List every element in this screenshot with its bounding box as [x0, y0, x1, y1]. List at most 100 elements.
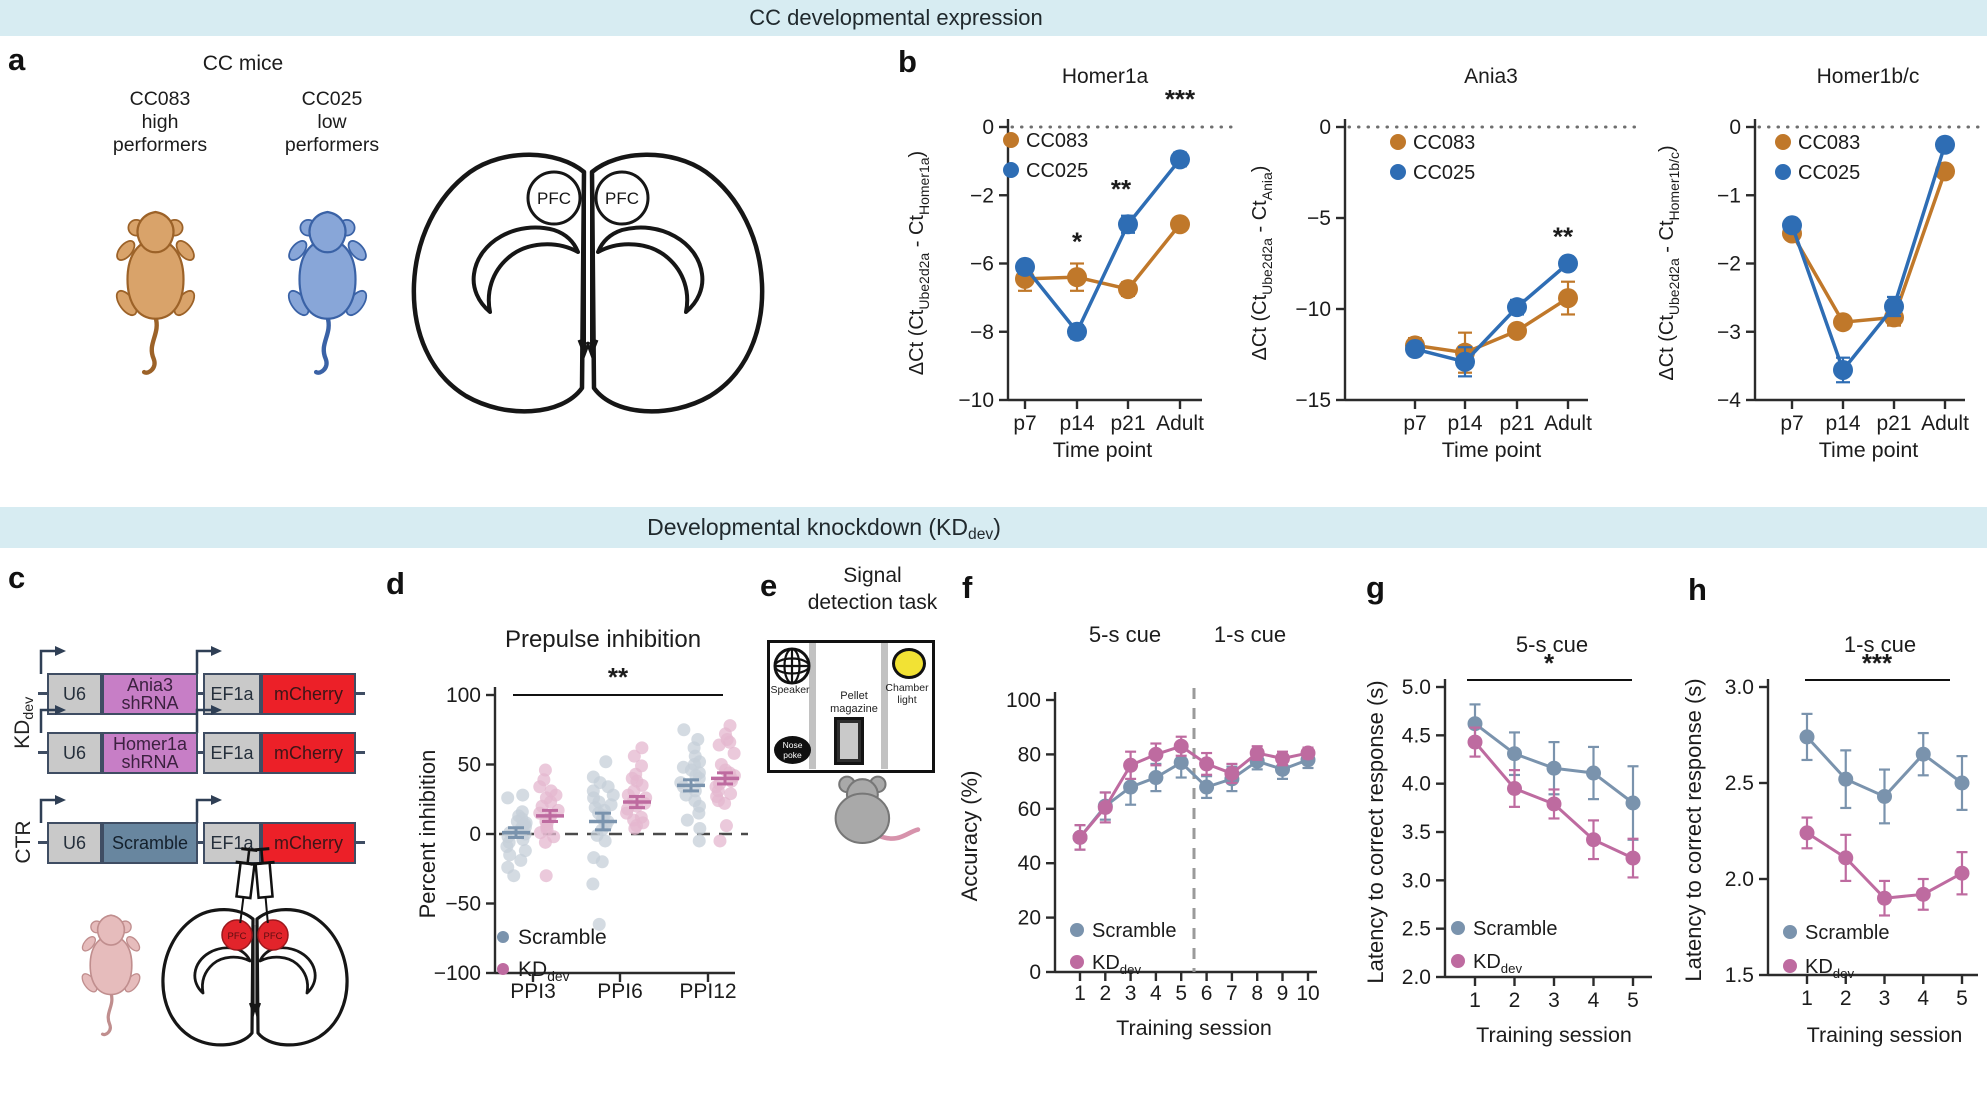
construct-connector — [198, 841, 203, 844]
svg-text:2.0: 2.0 — [1402, 966, 1431, 989]
svg-text:***: *** — [1165, 84, 1196, 114]
promoter-arrow-icon — [39, 705, 66, 733]
svg-text:ΔCt (CtUbe2d2a - CtAnia): ΔCt (CtUbe2d2a - CtAnia) — [1249, 166, 1275, 361]
svg-text:100: 100 — [446, 684, 481, 707]
svg-text:1-s cue: 1-s cue — [1214, 622, 1286, 647]
svg-text:40: 40 — [1018, 852, 1041, 875]
ania3-shrna-line1: Ania3 — [126, 675, 174, 695]
svg-text:20: 20 — [1018, 907, 1041, 930]
panel-label-f: f — [962, 570, 973, 605]
svg-text:−3: −3 — [1717, 321, 1741, 344]
u6-promoter-box: U6 — [47, 822, 102, 864]
promoter-arrow-icon — [39, 646, 66, 674]
promoter-arrow-icon — [195, 646, 222, 674]
svg-text:p21: p21 — [1499, 412, 1534, 435]
svg-text:5: 5 — [1956, 987, 1968, 1010]
svg-text:9: 9 — [1277, 982, 1289, 1005]
nose-poke-icon: Nose poke — [774, 736, 811, 764]
svg-text:CC025: CC025 — [1026, 160, 1088, 182]
chamber-divider — [881, 643, 888, 769]
panel-label-b: b — [898, 44, 917, 79]
svg-text:3.0: 3.0 — [1402, 869, 1431, 892]
middle-banner-pre: Developmental knockdown (KD — [647, 514, 968, 540]
cc083-line1: CC083 — [129, 88, 191, 110]
svg-text:1: 1 — [1801, 987, 1813, 1010]
speaker-icon — [773, 647, 811, 685]
svg-text:7: 7 — [1226, 982, 1238, 1005]
svg-text:Training session: Training session — [1476, 1023, 1632, 1047]
svg-text:*: * — [1544, 648, 1555, 678]
cc025-line1: CC025 — [301, 88, 363, 110]
svg-text:6: 6 — [1201, 982, 1213, 1005]
pfc-label-right: PFC — [605, 189, 639, 208]
svg-text:Latency to correct response (s: Latency to correct response (s) — [1363, 680, 1388, 983]
panel-label-g: g — [1366, 570, 1385, 605]
svg-text:−10: −10 — [1295, 298, 1331, 321]
construct-connector — [198, 692, 203, 695]
panel-label-h: h — [1688, 572, 1707, 607]
mouse-rear-icon — [834, 775, 921, 844]
svg-text:CC083: CC083 — [1413, 132, 1475, 154]
svg-text:PPI6: PPI6 — [597, 980, 643, 1003]
svg-text:p14: p14 — [1447, 412, 1482, 435]
injection-brain-diagram: PFC PFC — [161, 908, 349, 1047]
svg-text:ΔCt (CtUbe2d2a - CtHomer1a): ΔCt (CtUbe2d2a - CtHomer1a) — [906, 151, 932, 375]
svg-text:3: 3 — [1879, 987, 1891, 1010]
ef1a-promoter-box: EF1a — [203, 822, 261, 864]
svg-text:5.0: 5.0 — [1402, 676, 1431, 699]
svg-text:2: 2 — [1099, 982, 1111, 1005]
svg-text:Ania3: Ania3 — [1464, 65, 1518, 88]
ef1a-promoter-box: EF1a — [203, 673, 261, 715]
svg-text:2.5: 2.5 — [1402, 918, 1431, 941]
svg-text:Homer1a: Homer1a — [1062, 65, 1149, 88]
svg-text:60: 60 — [1018, 798, 1041, 821]
svg-text:Scramble: Scramble — [1805, 922, 1889, 944]
svg-text:Latency to correct response (s: Latency to correct response (s) — [1681, 678, 1706, 981]
cc025-label: CC025 low performers — [262, 88, 402, 157]
svg-text:Time point: Time point — [1819, 438, 1919, 462]
ctr-group-label: CTR — [12, 820, 35, 864]
signal-task-title-line2: detection task — [807, 591, 938, 614]
construct-connector — [38, 841, 47, 844]
svg-text:p7: p7 — [1780, 412, 1803, 435]
construct-connector — [38, 692, 47, 695]
svg-text:KDdev: KDdev — [1473, 951, 1522, 976]
svg-text:**: ** — [608, 662, 629, 692]
pellet-magazine-icon — [834, 717, 864, 765]
construct-connector — [38, 751, 47, 754]
svg-text:5-s cue: 5-s cue — [1089, 622, 1161, 647]
svg-text:Training session: Training session — [1116, 1016, 1272, 1040]
svg-text:0: 0 — [1029, 961, 1041, 984]
construct-connector — [356, 692, 365, 695]
syringe-icons — [235, 847, 275, 924]
svg-text:1: 1 — [1469, 989, 1481, 1012]
svg-text:3: 3 — [1125, 982, 1137, 1005]
kddev-group-label: KDdev — [11, 678, 37, 768]
svg-text:8: 8 — [1251, 982, 1263, 1005]
svg-text:**: ** — [1111, 174, 1132, 204]
middle-banner — [0, 507, 1987, 548]
nose-poke-line2: poke — [783, 749, 802, 760]
pellet-line1: Pellet — [840, 690, 868, 702]
svg-text:PPI3: PPI3 — [510, 980, 556, 1003]
svg-text:5: 5 — [1175, 982, 1187, 1005]
construct-connector — [356, 751, 365, 754]
ef1a-promoter-box: EF1a — [203, 732, 261, 774]
svg-text:4: 4 — [1917, 987, 1929, 1010]
svg-text:0: 0 — [469, 823, 481, 846]
svg-text:p21: p21 — [1876, 412, 1911, 435]
pfc-label-right: PFC — [264, 931, 283, 942]
svg-text:0: 0 — [1319, 116, 1331, 139]
svg-text:Adult: Adult — [1156, 412, 1204, 435]
svg-text:−10: −10 — [958, 389, 994, 412]
svg-text:5: 5 — [1627, 989, 1639, 1012]
svg-text:PPI12: PPI12 — [679, 980, 736, 1003]
svg-text:3.0: 3.0 — [1725, 676, 1754, 699]
svg-text:Prepulse inhibition: Prepulse inhibition — [505, 626, 701, 653]
svg-text:Time point: Time point — [1442, 438, 1542, 462]
pup-mouse-icon — [79, 915, 143, 1035]
